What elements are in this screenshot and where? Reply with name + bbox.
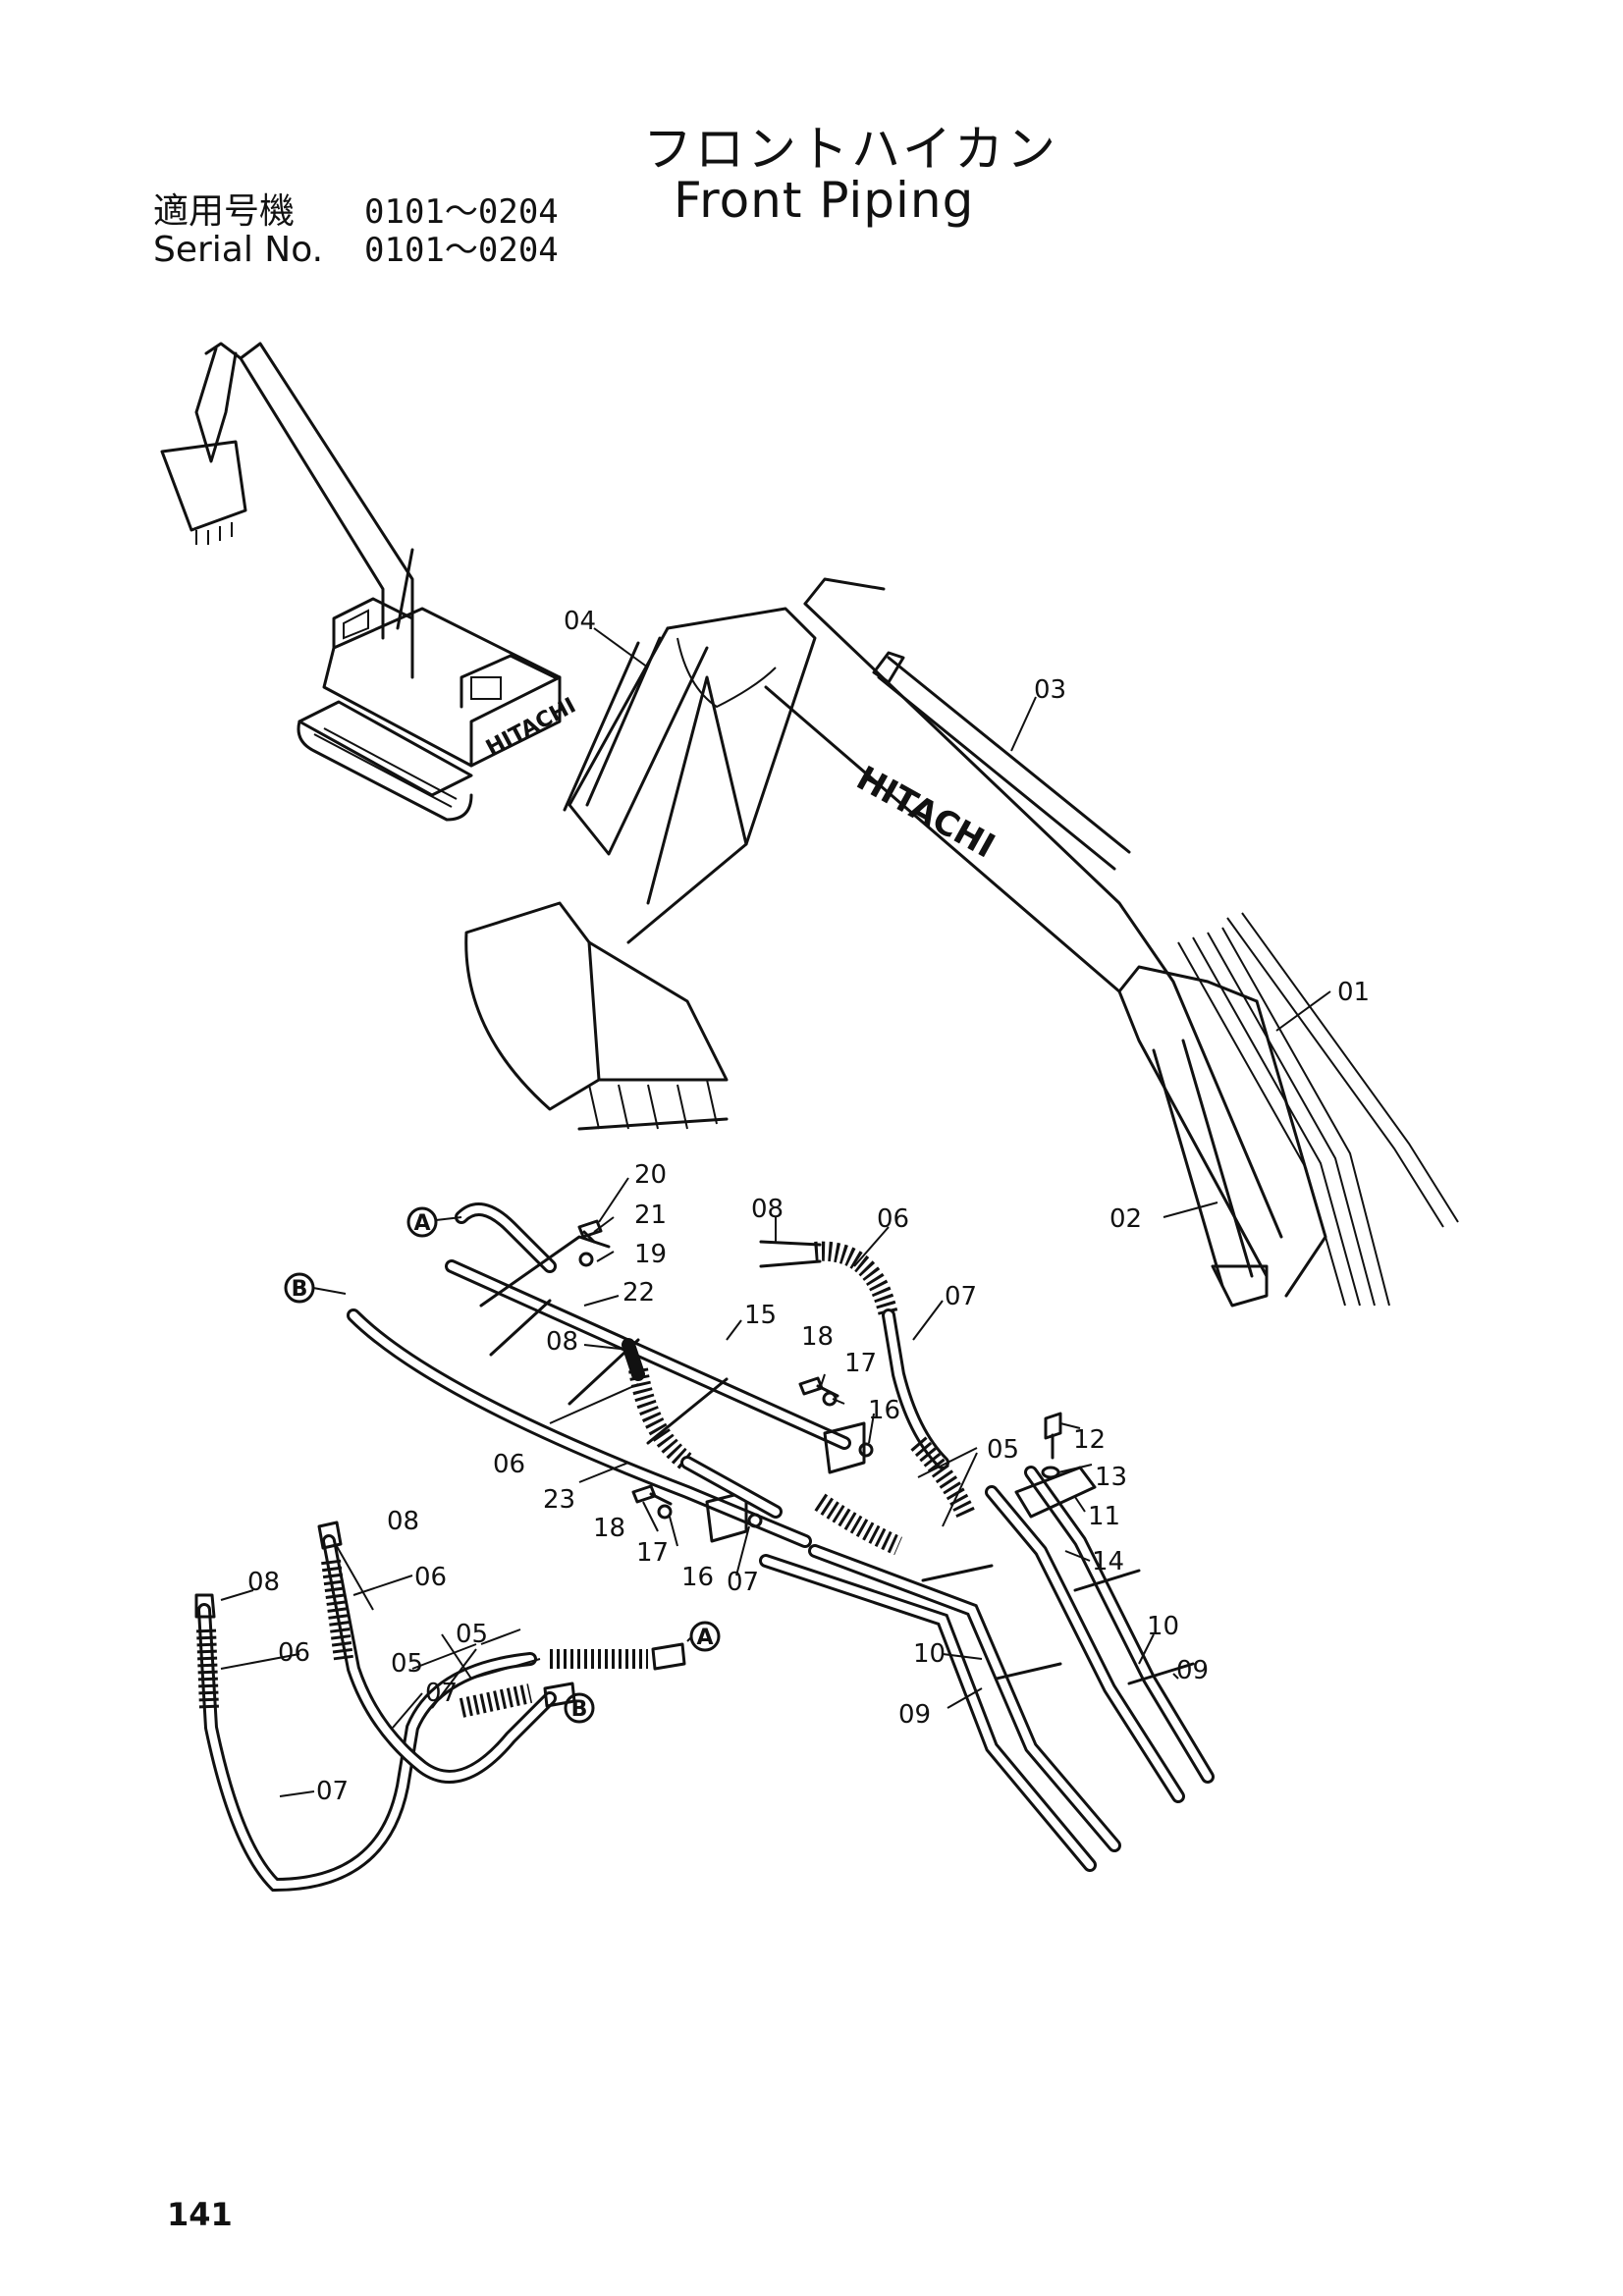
page-number: 141 — [167, 2196, 233, 2233]
title-english: Front Piping — [674, 172, 975, 229]
serial-label-en: Serial No. — [153, 230, 324, 270]
serial-label-jp: 適用号機 — [153, 191, 296, 232]
callout-20: 20 — [634, 1160, 667, 1190]
serial-value-en: 0101～0204 — [364, 231, 559, 270]
callout-21: 21 — [634, 1201, 667, 1230]
connector-circle-a-2 — [689, 1621, 721, 1652]
overview-excavator: HITACHI — [160, 342, 580, 822]
callout-04: 04 — [564, 607, 596, 636]
callout-16-b: 16 — [681, 1563, 714, 1592]
callout-09-a: 09 — [898, 1700, 931, 1730]
boom-brand-text: HITACHI — [850, 759, 1001, 867]
connector-circle-b-2 — [564, 1692, 595, 1724]
callout-06-b: 06 — [493, 1450, 525, 1479]
callout-13: 13 — [1095, 1463, 1127, 1492]
leader-lines — [220, 627, 1331, 1797]
callout-14: 14 — [1092, 1547, 1124, 1576]
callout-17-a: 17 — [844, 1349, 877, 1378]
callout-06-a: 06 — [877, 1204, 909, 1234]
callout-15: 15 — [744, 1301, 777, 1330]
callout-18-b: 18 — [593, 1514, 625, 1543]
callout-22: 22 — [622, 1278, 655, 1308]
callout-05-b: 05 — [456, 1620, 488, 1649]
callout-19: 19 — [634, 1240, 667, 1269]
connector-b-2: B — [571, 1697, 588, 1722]
callout-10-b: 10 — [1147, 1612, 1179, 1641]
callout-06-d: 06 — [278, 1638, 310, 1668]
callout-05-a: 05 — [987, 1435, 1019, 1465]
serial-row-en: Serial No. 0101～0204 — [153, 223, 559, 271]
connector-circle-a-1 — [406, 1206, 438, 1238]
connector-a-2: A — [696, 1626, 713, 1650]
callout-03: 03 — [1034, 675, 1066, 705]
callout-06-c: 06 — [414, 1563, 447, 1592]
serial-value-jp: 0101～0204 — [364, 192, 559, 232]
callout-07-a: 07 — [945, 1282, 977, 1311]
connector-markers: A B A B — [284, 1206, 721, 1724]
callout-10-a: 10 — [913, 1639, 946, 1669]
callout-12: 12 — [1073, 1425, 1106, 1455]
callout-02: 02 — [1109, 1204, 1142, 1234]
callout-labels: 01 02 03 04 05 05 05 06 06 06 06 07 07 0… — [247, 607, 1370, 1806]
connector-a-1: A — [413, 1211, 430, 1236]
title-japanese: フロントハイカン — [643, 121, 1058, 178]
callout-18-a: 18 — [801, 1322, 834, 1352]
callout-07-d: 07 — [316, 1777, 349, 1806]
callout-11: 11 — [1088, 1502, 1120, 1531]
callout-07-c: 07 — [425, 1679, 458, 1708]
callout-09-b: 09 — [1176, 1656, 1209, 1685]
callout-08-c: 08 — [387, 1507, 419, 1536]
callout-08-b: 08 — [546, 1327, 578, 1357]
callout-16-a: 16 — [868, 1396, 900, 1425]
callout-07-b: 07 — [727, 1568, 759, 1597]
callout-08-d: 08 — [247, 1568, 280, 1597]
serial-row-jp: 適用号機 0101～0204 — [153, 183, 559, 234]
callout-23: 23 — [543, 1485, 575, 1515]
callout-05-c: 05 — [391, 1649, 423, 1679]
callout-08-a: 08 — [751, 1195, 784, 1224]
callout-01: 01 — [1337, 978, 1370, 1007]
connector-b-1: B — [292, 1277, 308, 1302]
callout-17-b: 17 — [636, 1538, 669, 1568]
overview-brand-text: HITACHI — [482, 693, 580, 761]
